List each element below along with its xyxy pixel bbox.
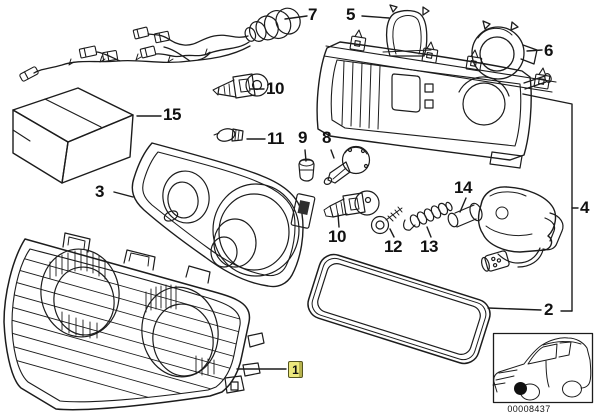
part-8-bulb-drawing xyxy=(323,145,371,185)
callout-3[interactable]: 3 xyxy=(95,182,104,201)
callout-12[interactable]: 12 xyxy=(384,237,402,256)
car-location-inset xyxy=(492,332,594,404)
part-14-motor-drawing xyxy=(447,186,564,272)
callout-7[interactable]: 7 xyxy=(308,5,317,24)
callout-11[interactable]: 11 xyxy=(267,129,284,148)
callout-9[interactable]: 9 xyxy=(298,128,307,147)
part-2-gasket-drawing xyxy=(307,253,491,365)
part-12-screw-drawing xyxy=(370,206,403,235)
part-10-bottom-bulb-drawing xyxy=(323,190,380,218)
callout-1-highlighted[interactable]: 1 xyxy=(288,361,303,378)
diagram-image-code: 00008437 xyxy=(507,404,551,414)
highlighted-location-dot xyxy=(514,382,527,395)
callout-4[interactable]: 4 xyxy=(580,198,589,217)
part-15-box-drawing xyxy=(12,87,134,184)
callout-10-top[interactable]: 10 xyxy=(266,79,284,98)
part-13-adjuster-drawing xyxy=(403,201,453,231)
part-10-top-bulb-drawing xyxy=(212,73,269,99)
callout-15[interactable]: 15 xyxy=(163,105,181,124)
part-9-socket-drawing xyxy=(298,158,315,182)
part-7-wiring-harness-drawing xyxy=(19,7,301,82)
callout-2[interactable]: 2 xyxy=(544,300,553,319)
part-5-cap-drawing xyxy=(382,4,432,57)
part-4-housing-drawing xyxy=(316,29,557,169)
part-3-frame-drawing xyxy=(131,142,316,288)
part-6-cap-drawing xyxy=(471,20,538,80)
leader-lines xyxy=(113,15,579,370)
part-11-bulb-drawing xyxy=(213,128,244,142)
callout-10-bottom[interactable]: 10 xyxy=(328,227,346,246)
callout-8[interactable]: 8 xyxy=(322,128,331,147)
part-1-lens-drawing xyxy=(3,232,265,411)
callout-14[interactable]: 14 xyxy=(454,178,472,197)
callout-6[interactable]: 6 xyxy=(544,41,553,60)
callout-5[interactable]: 5 xyxy=(346,5,355,24)
callout-13[interactable]: 13 xyxy=(420,237,438,256)
